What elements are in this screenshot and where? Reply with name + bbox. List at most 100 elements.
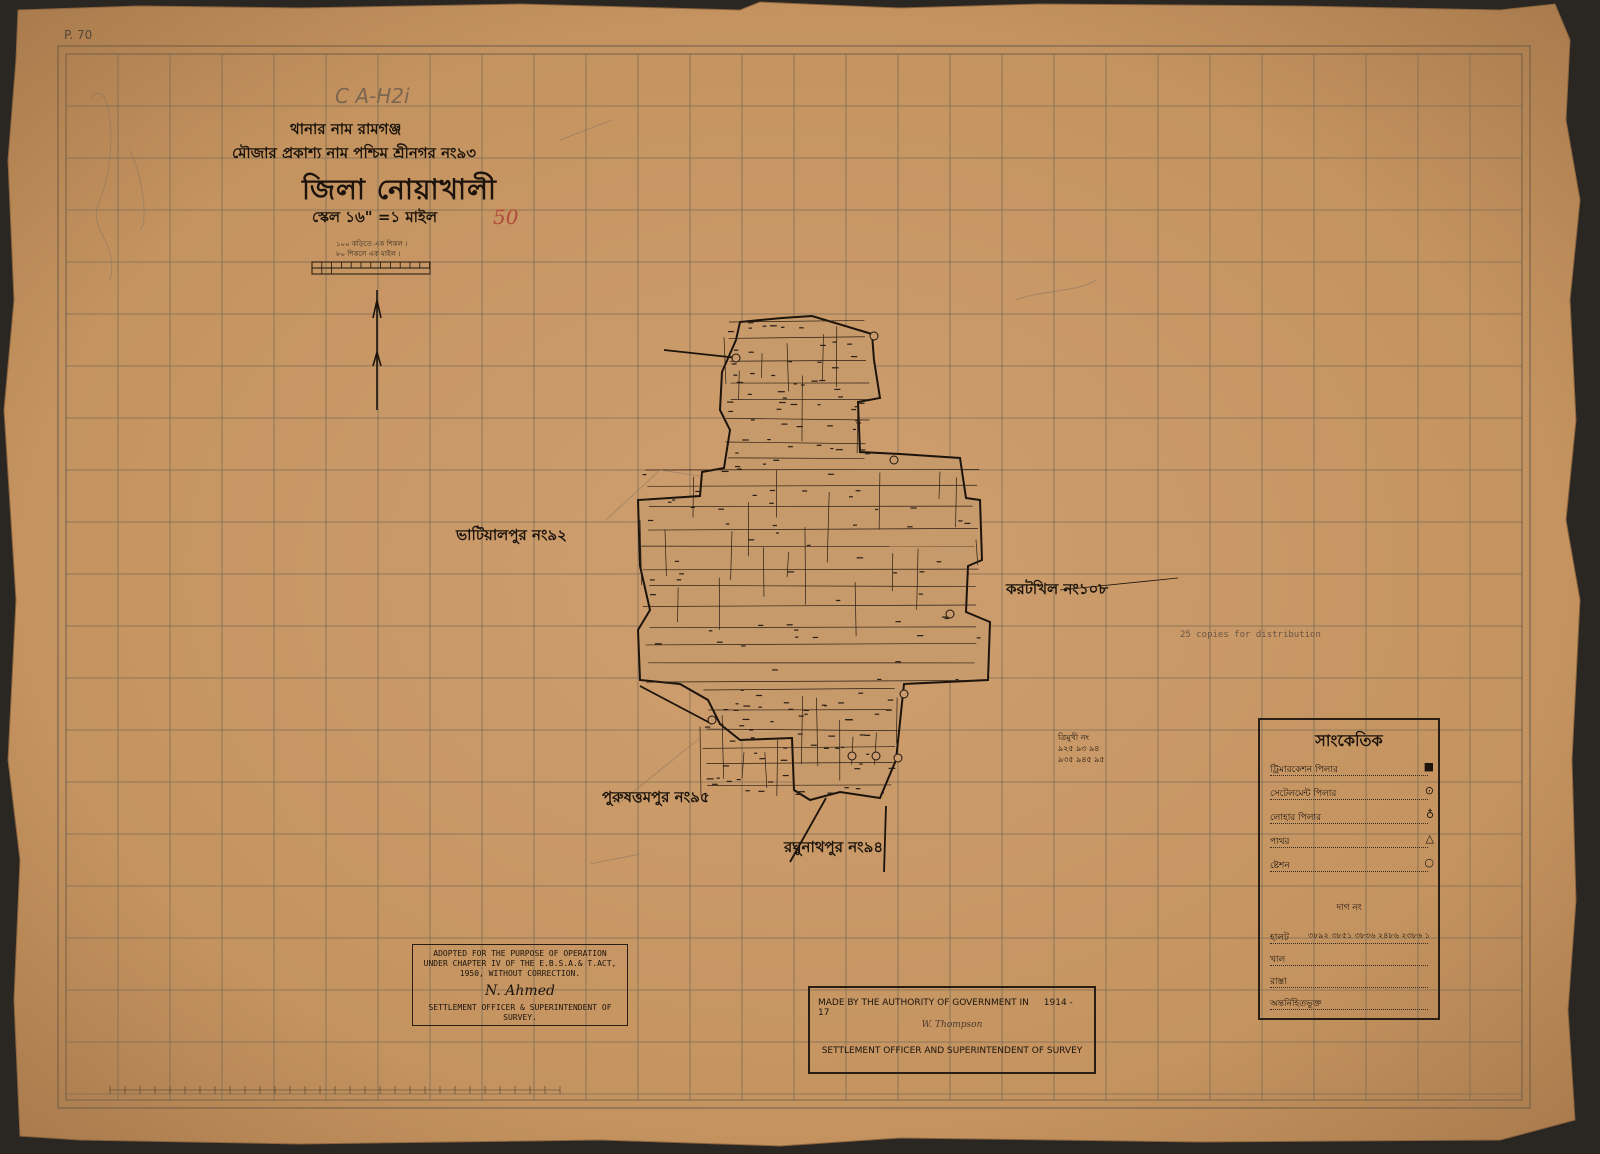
stamp-line-2: UNDER CHAPTER IV OF THE E.B.S.A.& T.ACT, (423, 959, 617, 968)
trijunction-line-2: ৯৩৫ ৯৪৫ ৯৫ (1058, 755, 1105, 764)
parcel-line (699, 726, 702, 797)
plot-number-mark (840, 746, 845, 749)
parcel-line (728, 336, 865, 339)
plot-number-mark (679, 573, 684, 575)
plot-number-mark (788, 446, 793, 448)
plot-number-mark (855, 788, 861, 790)
parcel-line (856, 406, 859, 454)
map-border-outer (57, 45, 1531, 1109)
plot-number-mark (895, 661, 901, 663)
plot-number-mark (855, 490, 861, 492)
plot-number-mark (817, 404, 821, 406)
plot-number-mark (690, 506, 695, 509)
legend-plot-row-canal: খাল (1270, 952, 1428, 966)
plot-number-mark (772, 669, 778, 671)
legend-label: ষ্টেশন (1270, 861, 1290, 871)
plot-number-mark (735, 452, 739, 454)
plot-number-mark (647, 519, 654, 522)
plot-number-mark (885, 709, 892, 711)
plot-number-mark (748, 322, 754, 324)
plot-number-mark (725, 523, 730, 525)
plot-number-mark (735, 465, 741, 468)
authority-box: MADE BY THE AUTHORITY OF GOVERNMENT IN 1… (808, 986, 1096, 1074)
parcel-line (804, 527, 806, 605)
neighbor-village-southwest: পুরুষত্তমপুর নং৯৫ (602, 788, 710, 806)
copies-note: 25 copies for distribution (1180, 630, 1321, 640)
legend-label: অন্তর্নিহিতভূক্ত (1270, 999, 1322, 1009)
plot-number-mark (770, 489, 776, 492)
plot-number-mark (723, 765, 730, 767)
plot-number-mark (708, 630, 713, 632)
parcel-line (703, 687, 895, 691)
scale-note-1: ১০০ কড়িতে এক শিকল । (336, 240, 408, 248)
plot-number-mark (834, 388, 841, 391)
plot-number-mark (747, 393, 752, 395)
parcel-line (639, 519, 643, 586)
plot-number-mark (642, 473, 647, 476)
station-markers (707, 331, 955, 763)
plot-number-mark (845, 719, 852, 721)
authority-line-2: SETTLEMENT OFFICER AND SUPERINTENDENT OF… (821, 1046, 1083, 1056)
plot-number-heading: দাগ নং (1336, 903, 1362, 913)
plot-number-mark (907, 526, 913, 528)
legend-label: হালট (1270, 933, 1289, 943)
parcel-line (896, 697, 898, 744)
parcel-line (786, 343, 789, 392)
triangle-marker-icon: △ (1425, 832, 1434, 845)
plot-number-mark (835, 747, 840, 749)
plot-number-mark (733, 709, 739, 711)
plot-number-mark (747, 539, 755, 541)
parcel-line (975, 539, 979, 566)
authority-years: 1914 - 17 (818, 998, 1073, 1018)
plot-number-mark (749, 729, 754, 731)
plot-number-mark (856, 557, 864, 559)
legend-value: ৩৮৯২ ৩৮৫১ ৩৮৩৬ ২৪৮৬ ২৩৮৬ ১ (1308, 931, 1430, 940)
plot-number-mark (816, 444, 822, 446)
plot-number-mark (844, 787, 849, 789)
plot-number-mark (859, 449, 866, 451)
plot-number-mark (854, 406, 858, 408)
parcel-line (664, 529, 667, 576)
parcel-line (645, 643, 977, 646)
plot-number-mark (827, 792, 834, 794)
plot-number-mark (706, 778, 714, 780)
neighbor-village-west: ভাটিয়ালপুর নং৯২ (456, 526, 567, 544)
plot-number-mark (866, 753, 870, 755)
parcel-line (649, 585, 976, 587)
plot-number-mark (782, 397, 788, 399)
district-title: জিলা নোয়াখালী (302, 173, 497, 206)
plot-number-mark (936, 561, 942, 563)
plot-number-mark (976, 637, 981, 639)
parcel-line (646, 680, 979, 683)
plot-number-mark (704, 726, 711, 728)
plot-number-mark (919, 571, 925, 573)
plot-number-mark (865, 453, 870, 455)
plot-number-mark (852, 524, 857, 526)
circle-marker-icon: ○ (1424, 856, 1434, 869)
plot-number-mark (788, 708, 794, 710)
plot-number-mark (941, 616, 948, 618)
legend-title: সাংকেতিক (1315, 731, 1383, 750)
plot-number-mark (819, 379, 826, 382)
plot-number-mark (795, 793, 803, 796)
plot-number-mark (668, 682, 675, 684)
parcel-line (761, 353, 763, 379)
plot-number-mark (848, 496, 853, 498)
legend-box: সাংকেতিক ট্রিমারকেশন পিলার ■ সেটেলমেন্ট … (1258, 718, 1440, 1020)
plot-number-mark (859, 763, 863, 765)
plot-number-mark (807, 544, 811, 546)
plot-number-mark (758, 624, 764, 627)
plot-number-mark (767, 439, 771, 441)
parcel-line (642, 604, 977, 607)
plot-number-mark (852, 428, 857, 431)
plot-number-mark (674, 560, 680, 562)
neighbor-village-east: করটখিল নং১০৮ (1006, 580, 1109, 598)
parcel-line (702, 746, 896, 749)
plot-number-mark (740, 689, 744, 691)
plot-number-mark (955, 678, 959, 681)
plot-number-mark (748, 351, 754, 353)
plot-number-mark (793, 383, 797, 385)
plot-number-mark (821, 704, 826, 706)
parcel-line (707, 784, 892, 786)
